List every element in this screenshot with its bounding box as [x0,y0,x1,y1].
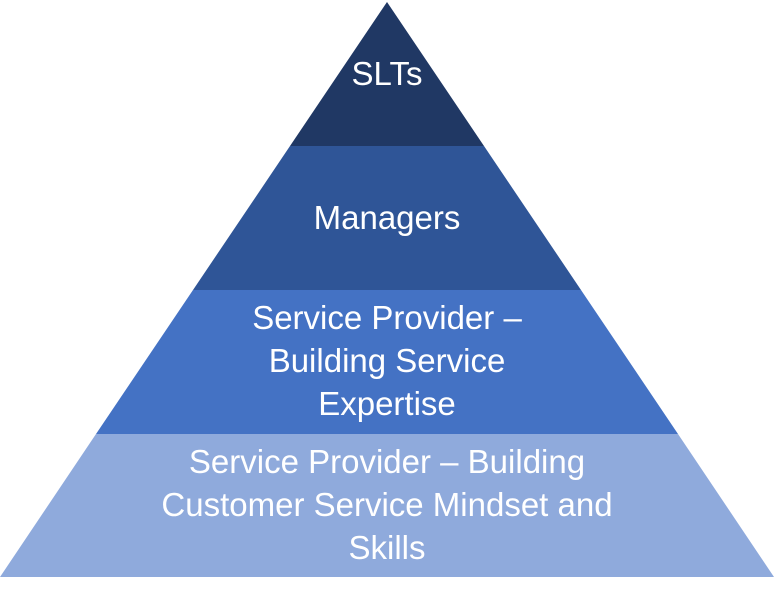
tier-label-line: Managers [313,199,461,236]
pyramid-tier-slts [290,2,484,146]
tier-label-line: Expertise [318,385,456,422]
tier-label-line: Customer Service Mindset and [161,486,613,523]
tier-label-line: SLTs [351,55,423,92]
tier-label-customer-service-mindset: Service Provider – Building Customer Ser… [0,440,774,569]
tier-label-managers: Managers [0,196,774,239]
tier-label-line: Skills [348,529,426,566]
tier-label-service-expertise: Service Provider – Building Service Expe… [0,296,774,425]
tier-label-line: Service Provider – Building [188,443,586,480]
tier-label-slts: SLTs [0,52,774,95]
pyramid-tier-managers [193,146,581,290]
tier-label-line: Service Provider – [252,299,522,336]
pyramid-tier-service-expertise [96,290,678,434]
pyramid-tier-customer-service-mindset [0,434,774,577]
tier-label-line: Building Service [268,342,506,379]
